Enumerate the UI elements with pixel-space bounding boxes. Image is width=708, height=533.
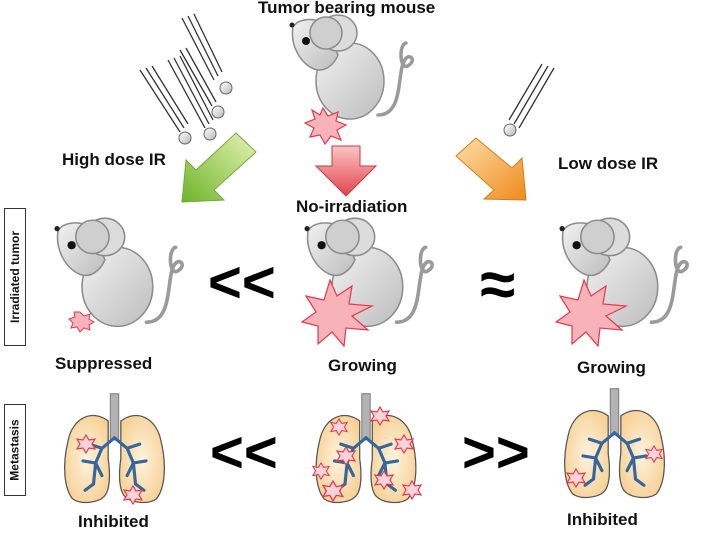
mouse-high-dose [52,216,184,333]
tumor-growing-center [300,278,375,348]
no-irradiation-arrow [314,145,378,197]
tumor-suppressed [68,311,95,333]
comparison-tumor-right: ≈ [480,248,516,320]
radiation-beams-high-dose [139,13,233,145]
title: Tumor bearing mouse [258,0,436,17]
comparison-metastasis-right: >> [462,420,530,485]
no-irradiation-label: No-irradiation [296,197,408,216]
high-dose-arrow [181,132,257,203]
lungs-no-irradiation [312,391,422,505]
tumor-growing-right [554,278,629,348]
tumor-bearing-mouse [287,13,415,146]
row-label-metastasis: Metastasis [4,404,26,496]
comparison-tumor-left: << [208,250,276,315]
row-label-irradiated-tumor-text: Irradiated tumor [8,230,23,324]
mouse-no-irradiation [300,216,434,348]
low-dose-label: Low dose IR [558,154,659,173]
tumor-top [303,106,348,146]
inhibited-label-right: Inhibited [567,510,638,529]
radiation-beam-low-dose [503,63,555,137]
mouse-low-dose [554,216,689,348]
high-dose-label: High dose IR [62,150,166,169]
low-dose-arrow [455,137,527,201]
growing-label-center: Growing [328,356,397,375]
inhibited-label-left: Inhibited [78,512,149,531]
row-label-irradiated-tumor: Irradiated tumor [4,208,26,346]
growing-label-right: Growing [577,358,646,377]
suppressed-label: Suppressed [55,354,153,373]
comparison-metastasis-left: << [210,420,278,485]
lungs-low-dose [563,387,666,500]
lungs-high-dose [63,392,166,505]
row-label-metastasis-text: Metastasis [8,419,22,481]
